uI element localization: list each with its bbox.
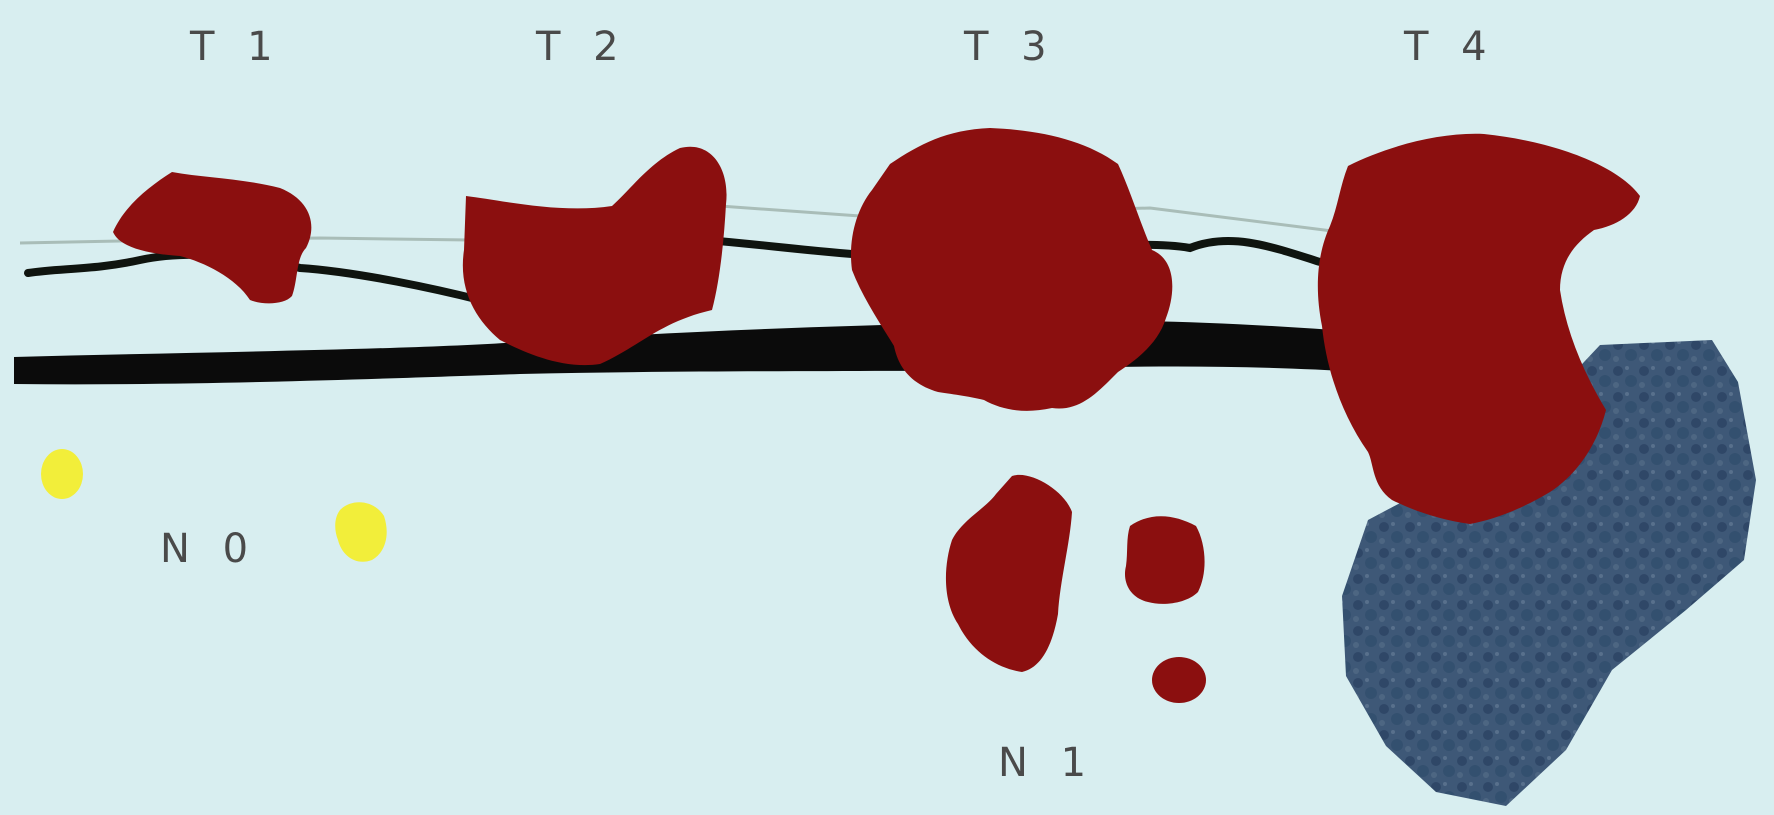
label-t3: T 3 [963, 24, 1057, 70]
node-metastasis-large [946, 475, 1072, 672]
tumor-t2 [463, 147, 727, 365]
label-t2: T 2 [535, 24, 629, 70]
tumor-t1 [113, 172, 311, 303]
label-n1: N 1 [998, 740, 1096, 786]
normal-lymph-node-right [335, 502, 386, 561]
node-metastasis-medium [1125, 516, 1205, 604]
label-t1: T 1 [189, 24, 283, 70]
node-metastasis-small [1152, 657, 1206, 703]
normal-lymph-node-left [41, 449, 83, 499]
label-t4: T 4 [1403, 24, 1497, 70]
label-n0: N 0 [160, 526, 258, 572]
